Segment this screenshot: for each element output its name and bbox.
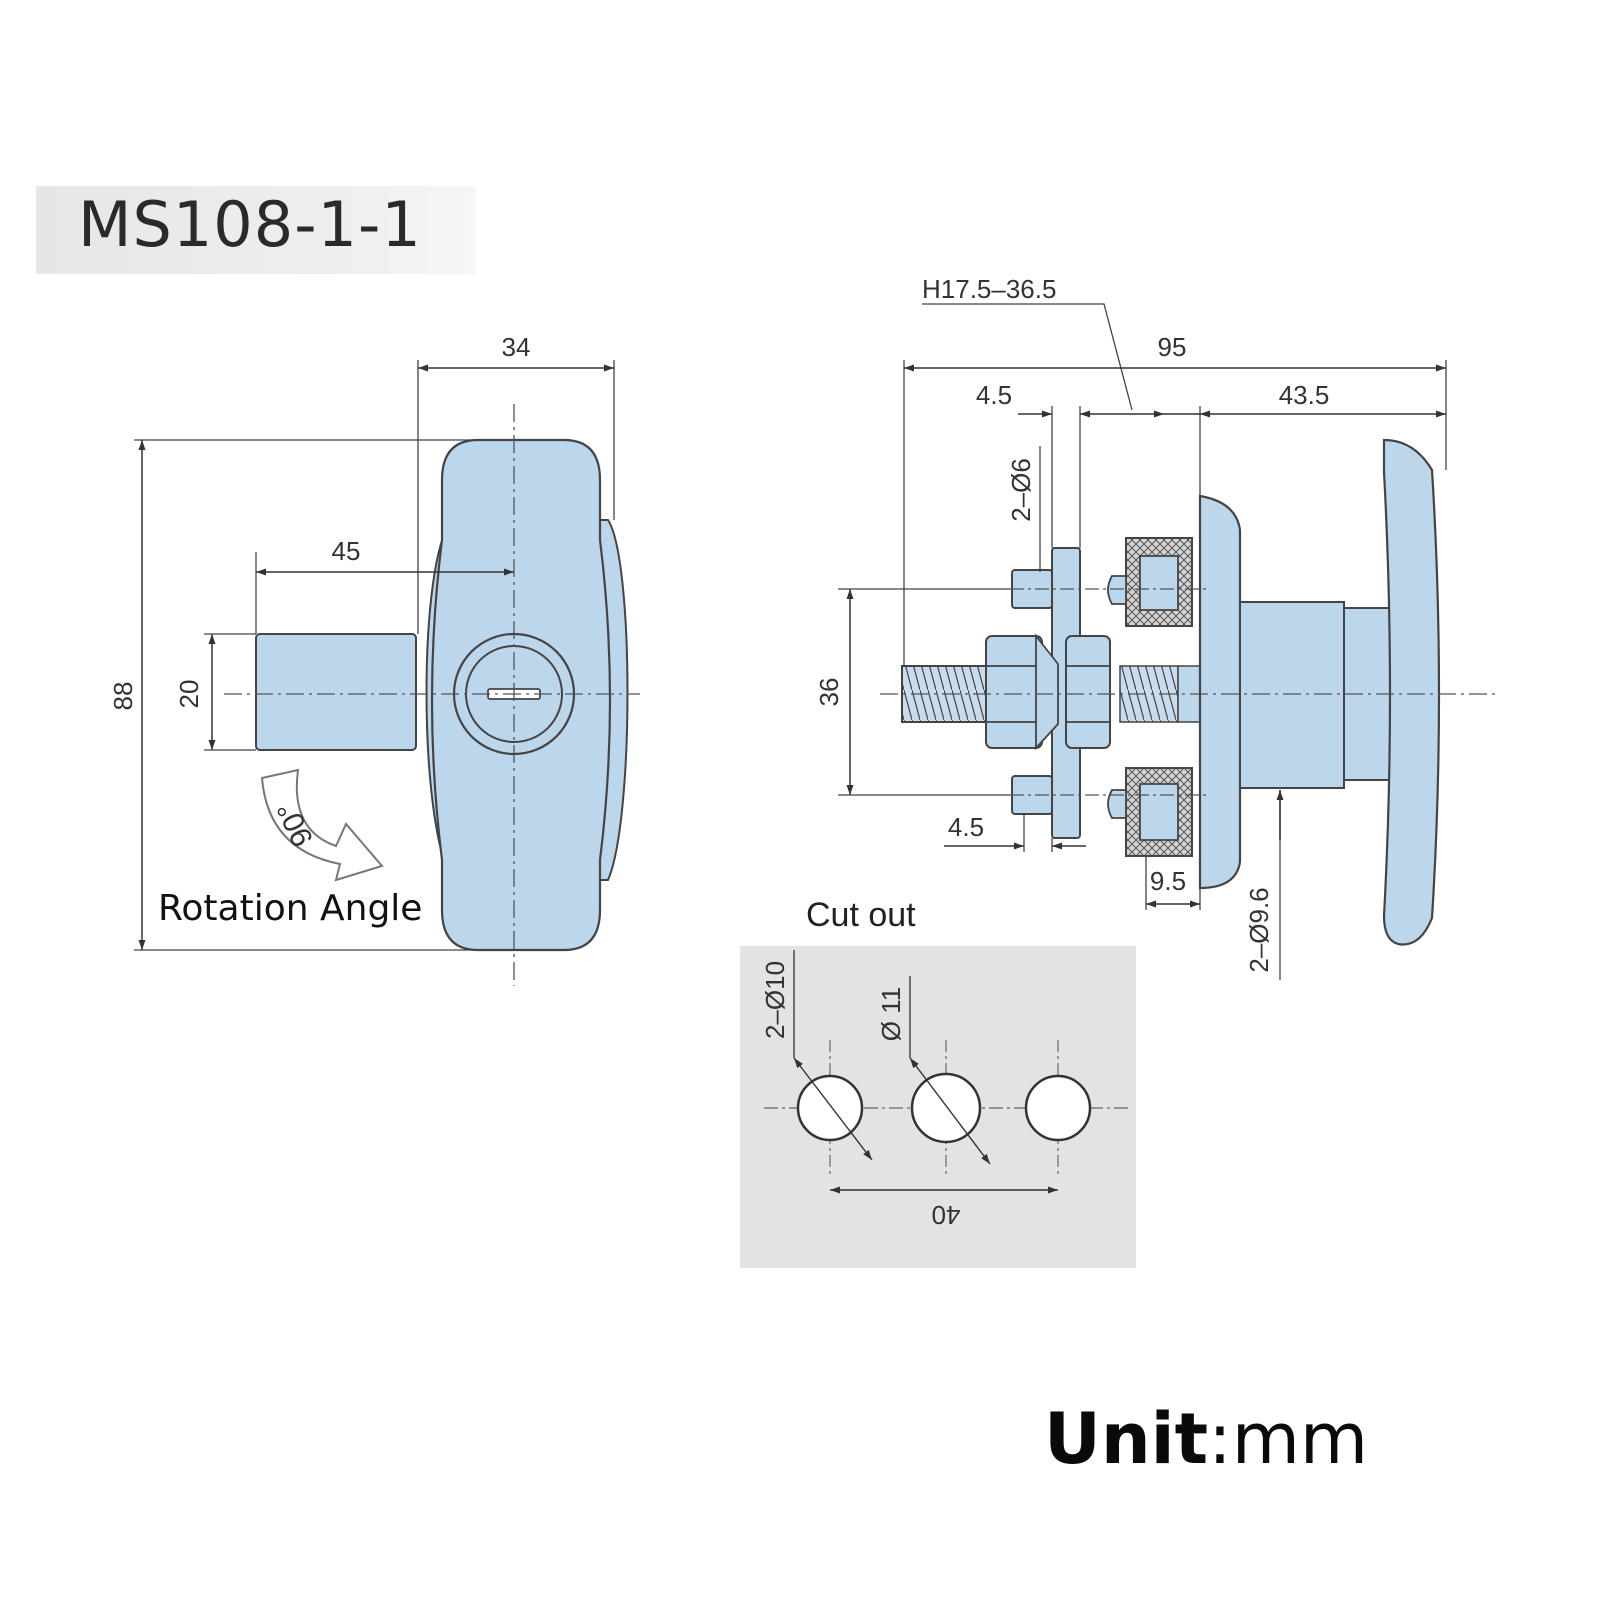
front-view: 34 45 88 20 90°: [108, 332, 640, 986]
side-view: H17.5–36.5 95 4.5 43.5 2–Ø6 36 4.5: [814, 274, 1500, 980]
dim-2-d6-label: 2–Ø6: [1006, 458, 1036, 522]
cutout-hole-right: [1024, 1074, 1092, 1142]
front-shaft: [255, 633, 417, 751]
dim-9-5-label: 9.5: [1150, 866, 1186, 896]
dim-2-d10-label: 2–Ø10: [760, 961, 790, 1039]
dim-36-label: 36: [814, 678, 844, 707]
dim-2-d9-6-label: 2–Ø9.6: [1244, 887, 1274, 972]
hex-nut-left: [985, 635, 1043, 749]
dim-95-label: 95: [1158, 332, 1187, 362]
cutout-label: Cut out: [806, 896, 916, 934]
cutout-view: 2–Ø10 Ø 11 40: [740, 946, 1136, 1268]
rotation-angle-label: Rotation Angle: [158, 888, 423, 929]
bushing-top: [1107, 537, 1193, 627]
dim-43-5-label: 43.5: [1279, 380, 1330, 410]
dim-4-5-top-label: 4.5: [976, 380, 1012, 410]
unit-label-bold: Unit: [1044, 1398, 1209, 1480]
dim-h-range-label: H17.5–36.5: [922, 274, 1056, 304]
rotation-arrow: [260, 768, 384, 882]
unit-label-value: :mm: [1208, 1398, 1369, 1480]
cutout-hole-center: [910, 1072, 982, 1144]
dim-45-label: 45: [332, 536, 361, 566]
model-number: MS108-1-1: [78, 188, 422, 261]
t-grip: [1382, 438, 1441, 946]
unit-label: Unit:mm: [1044, 1398, 1368, 1480]
dim-34-label: 34: [502, 332, 531, 362]
handle-neck: [1239, 601, 1345, 789]
dim-40-label: 40: [932, 1200, 961, 1230]
dim-4-5-bottom-label: 4.5: [948, 812, 984, 842]
dim-d11-label: Ø 11: [876, 987, 906, 1041]
hex-nut-right: [1065, 635, 1111, 749]
dim-88-label: 88: [108, 682, 138, 711]
bushing-bottom: [1107, 767, 1193, 857]
cutout-hole-left: [796, 1074, 864, 1142]
model-label-box: [36, 186, 476, 274]
handle-flange: [1198, 494, 1242, 890]
dim-20-label: 20: [174, 680, 204, 709]
